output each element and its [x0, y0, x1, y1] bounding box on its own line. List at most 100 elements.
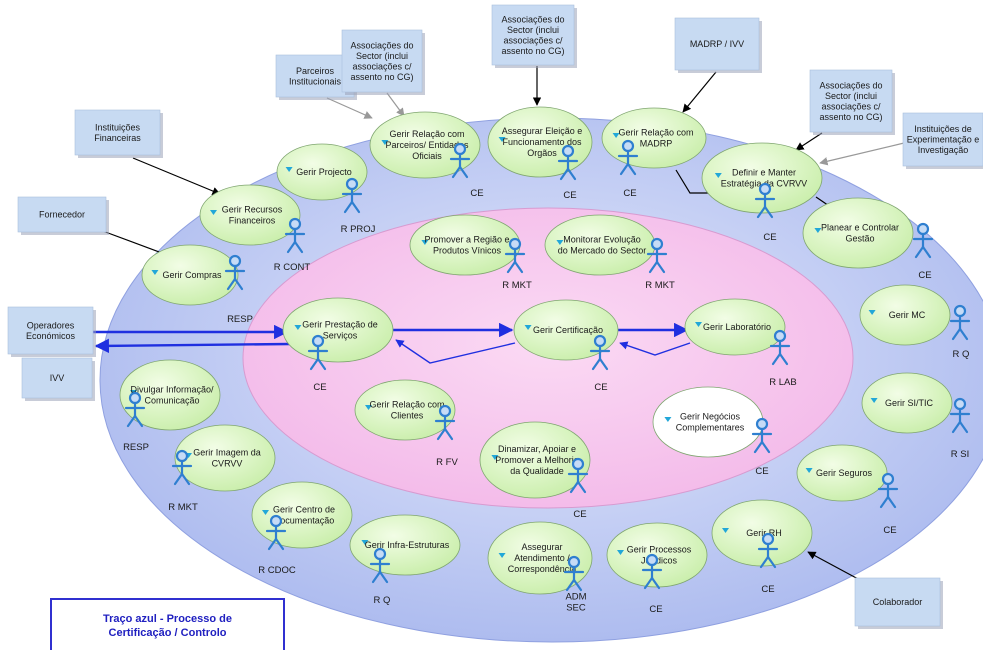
role-label: CE	[470, 188, 483, 199]
process-gerir-mc[interactable]: Gerir MC	[859, 284, 951, 346]
external-actor-label: Fornecedor	[39, 210, 85, 220]
use-case-marker-icon	[868, 310, 876, 315]
use-case-marker-icon	[361, 540, 369, 545]
use-case-marker-icon	[381, 140, 389, 145]
role-label: CE	[623, 188, 636, 199]
role-label: CE	[563, 190, 576, 201]
process-label: Gerir MC	[889, 310, 926, 320]
external-actor-ivv[interactable]: IVV	[21, 357, 95, 401]
role-label: R CONT	[274, 262, 311, 273]
process-label: Gerir RH	[746, 528, 782, 538]
external-actor-fornecedor[interactable]: Fornecedor	[17, 196, 109, 235]
use-case-marker-icon	[151, 270, 159, 275]
actor-figure-icon	[124, 391, 146, 428]
flow-laboratorio-certificacao	[619, 341, 691, 356]
actor-figure-icon	[589, 334, 611, 371]
use-case-marker-icon	[870, 398, 878, 403]
use-case-marker-icon	[805, 468, 813, 473]
process-gerir-laboratorio[interactable]: Gerir Laboratório	[684, 298, 786, 356]
use-case-marker-icon	[617, 550, 624, 555]
link-madrp-relacao	[682, 71, 717, 113]
external-actor-colaborador[interactable]: Colaborador	[854, 577, 943, 629]
role-label: CE	[313, 382, 326, 393]
actor-figure-icon	[646, 237, 668, 274]
use-case-marker-icon	[498, 137, 506, 142]
actor-figure-icon	[557, 144, 579, 181]
role-label: CE	[594, 382, 607, 393]
process-gerir-si-tic[interactable]: Gerir SI/TIC	[861, 372, 953, 434]
process-gerir-infra[interactable]: Gerir Infra-Estruturas	[349, 514, 461, 576]
process-gerir-rh[interactable]: Gerir RH	[711, 499, 813, 567]
actor-figure-icon	[757, 532, 779, 569]
role-label: R MKT	[645, 280, 675, 291]
actor-figure-icon	[912, 222, 934, 259]
actor-figure-icon	[641, 553, 663, 590]
process-ellipse	[369, 111, 481, 179]
process-ellipse	[859, 284, 951, 346]
external-actor-madrp[interactable]: MADRP / IVV	[674, 17, 762, 73]
box-body	[902, 112, 983, 167]
process-ellipse	[487, 106, 593, 178]
role-label: R PROJ	[341, 224, 376, 235]
role-label: CE	[763, 232, 776, 243]
role-label: R SI	[951, 449, 969, 460]
actor-figure-icon	[563, 555, 585, 592]
link-instexp-estrategia	[819, 142, 905, 166]
flow-prestacao-operadores	[94, 338, 291, 354]
process-ellipse	[349, 514, 461, 576]
process-gerir-certificacao[interactable]: Gerir Certificação	[513, 299, 619, 361]
process-gerir-projecto[interactable]: Gerir Projecto	[276, 143, 368, 201]
process-gerir-seguros[interactable]: Gerir Seguros	[796, 444, 888, 502]
role-label: CE	[573, 509, 586, 520]
use-case-marker-icon	[210, 210, 217, 215]
process-label: Gerir Compras	[162, 270, 222, 280]
use-case-marker-icon	[664, 417, 672, 422]
process-gerir-compras[interactable]: Gerir Compras	[141, 244, 239, 306]
use-case-marker-icon	[365, 405, 372, 410]
role-label: R MKT	[168, 502, 198, 513]
external-actor-label: Colaborador	[873, 597, 923, 607]
process-divulgar-info[interactable]: Divulgar Informação/Comunicação	[119, 359, 221, 431]
process-label: Gerir Certificação	[533, 325, 603, 335]
process-ellipse	[354, 379, 456, 441]
box-body	[341, 29, 423, 93]
actor-figure-icon	[754, 182, 776, 219]
role-label: R CDOC	[258, 565, 296, 576]
use-case-marker-icon	[491, 455, 499, 460]
use-case-marker-icon	[714, 173, 722, 178]
actor-figure-icon	[171, 449, 193, 486]
